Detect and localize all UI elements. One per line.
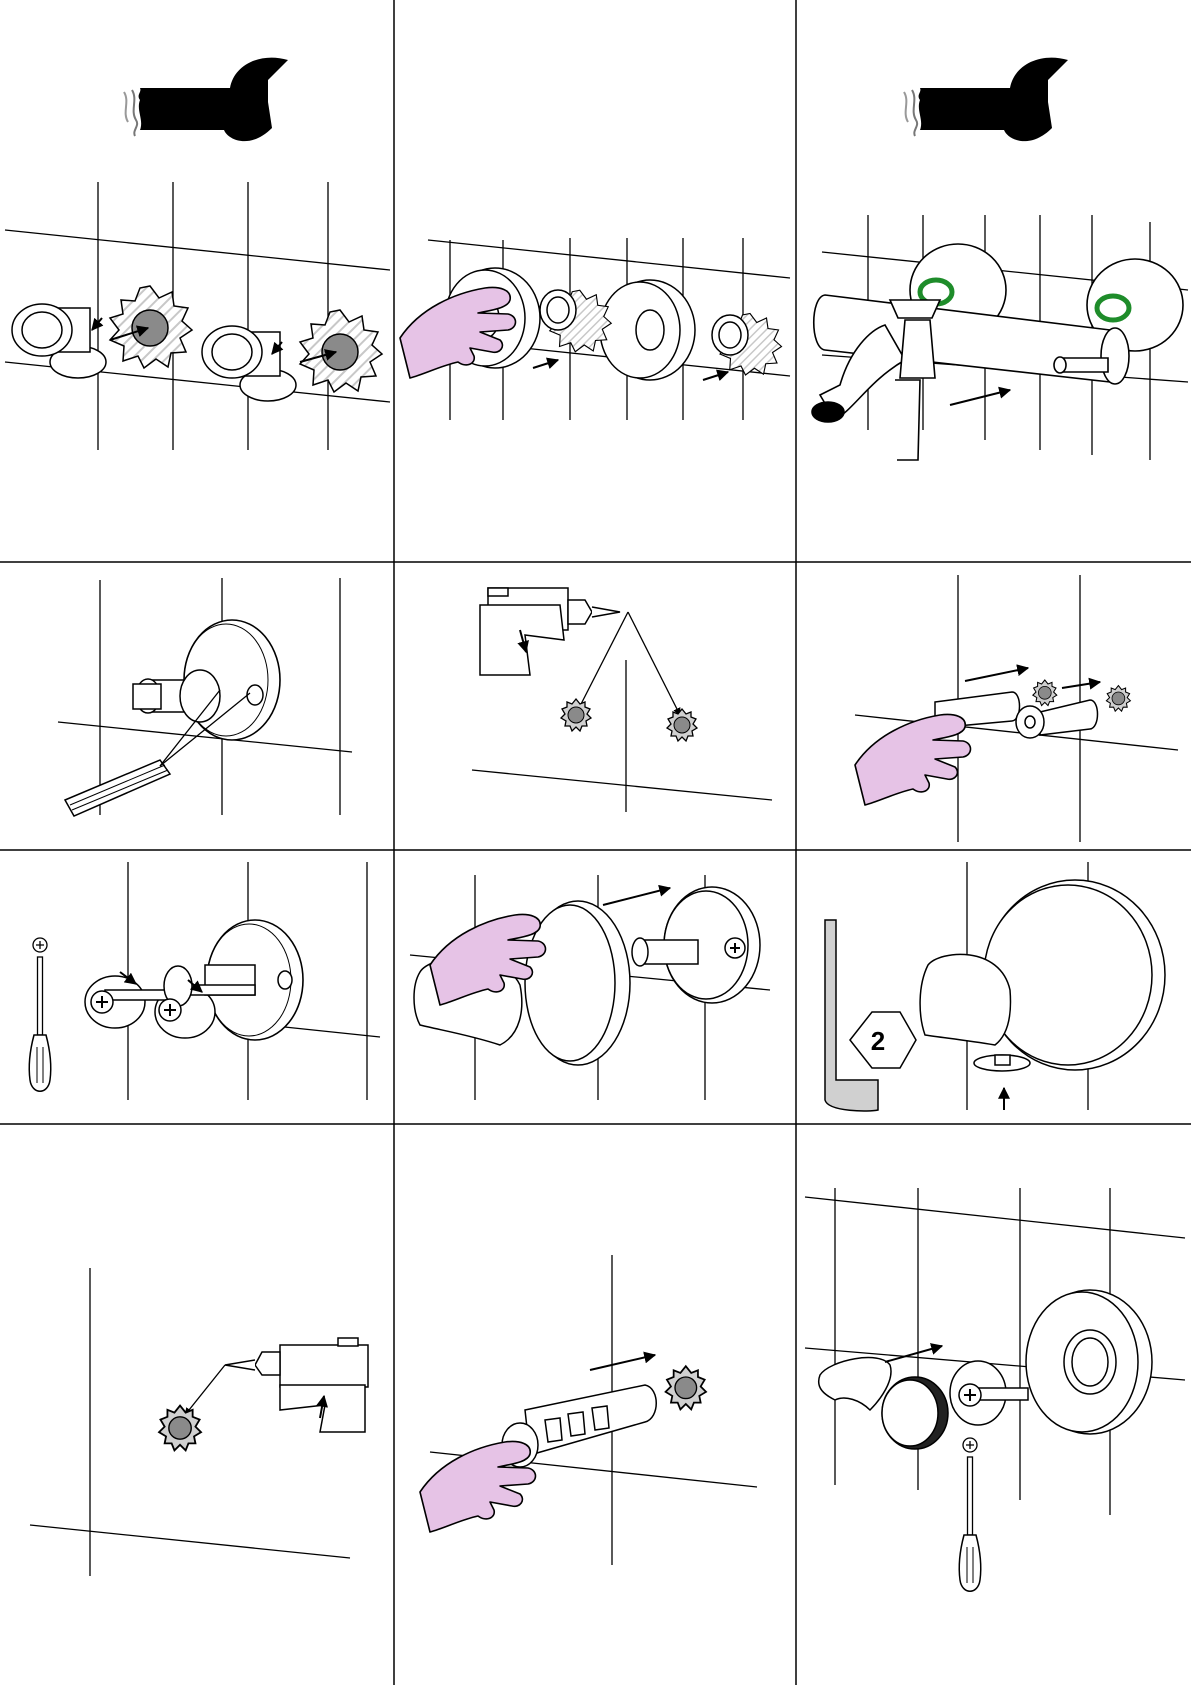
hex-key-size-label: 2 — [871, 1026, 885, 1056]
hex-key-icon: 2 — [825, 920, 916, 1111]
drill-icon — [480, 588, 620, 675]
screwdriver-icon — [959, 1438, 981, 1591]
panel-step-6 — [855, 575, 1178, 842]
arrow-icon — [590, 1355, 655, 1370]
wall-holder — [819, 1358, 1028, 1449]
arrow-icon — [603, 888, 670, 905]
cover-rosette — [1026, 1290, 1152, 1434]
panel-step-1 — [5, 58, 390, 450]
arrow-icon — [950, 390, 1010, 405]
wrench-icon — [904, 58, 1068, 142]
panel-step-4 — [58, 578, 352, 816]
hand-icon — [420, 1442, 536, 1533]
hand-icon — [855, 715, 971, 806]
panel-step-12 — [805, 1188, 1185, 1591]
panel-step-8 — [410, 875, 770, 1100]
arrow-icon — [885, 1346, 942, 1362]
wrench-icon — [124, 58, 288, 142]
panel-step-10 — [30, 1268, 368, 1576]
wall-holder — [920, 880, 1165, 1071]
drill-icon — [225, 1338, 368, 1432]
panel-step-11 — [420, 1255, 757, 1565]
screwdriver-icon — [29, 938, 51, 1091]
panel-step-3 — [812, 58, 1188, 460]
panel-step-2 — [400, 238, 790, 420]
panel-step-7 — [29, 862, 380, 1100]
panel-step-9: 2 — [825, 862, 1165, 1111]
panel-step-5 — [472, 588, 772, 812]
